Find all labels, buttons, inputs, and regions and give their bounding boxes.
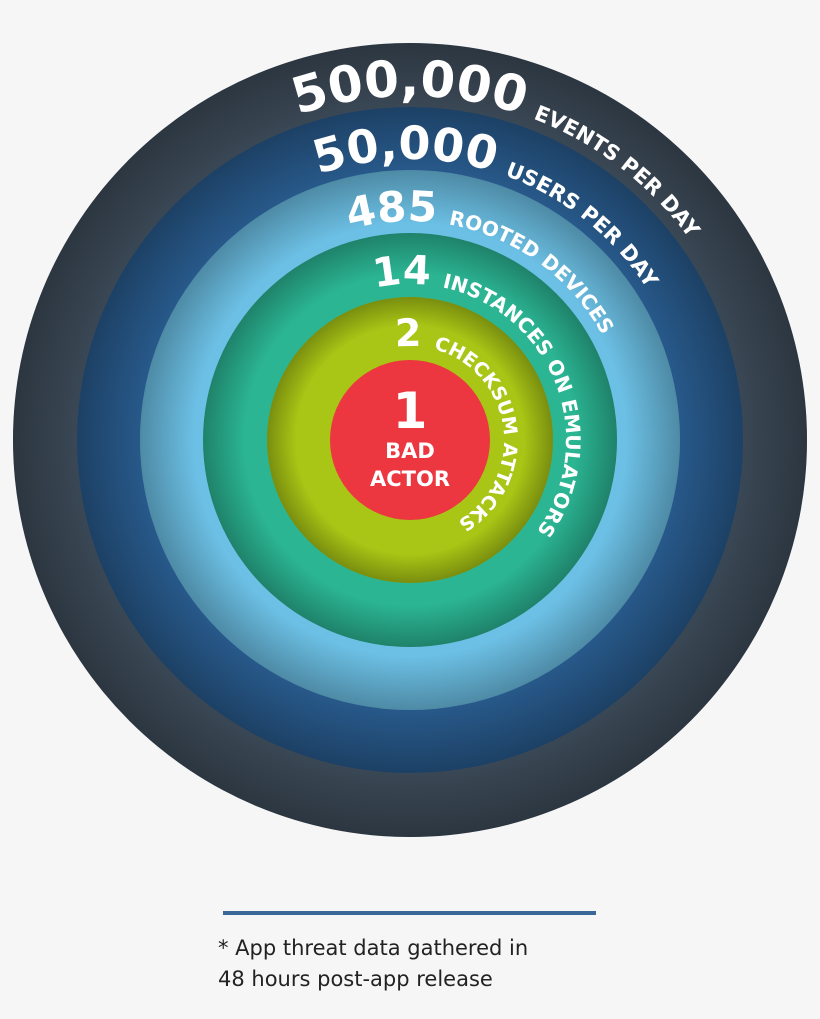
center-bad-actor: 1 BAD ACTOR xyxy=(370,382,450,491)
footnote: * App threat data gathered in 48 hours p… xyxy=(218,933,638,995)
center-line1: BAD xyxy=(385,439,435,463)
ring-number: 2 xyxy=(395,311,422,355)
center-line2: ACTOR xyxy=(370,467,450,491)
footnote-line-1: * App threat data gathered in xyxy=(218,936,529,960)
footnote-line-2: 48 hours post-app release xyxy=(218,967,493,991)
center-circle xyxy=(330,360,490,520)
ring-number: 485 xyxy=(341,182,438,239)
divider-line xyxy=(223,911,596,915)
center-number: 1 xyxy=(393,382,428,440)
